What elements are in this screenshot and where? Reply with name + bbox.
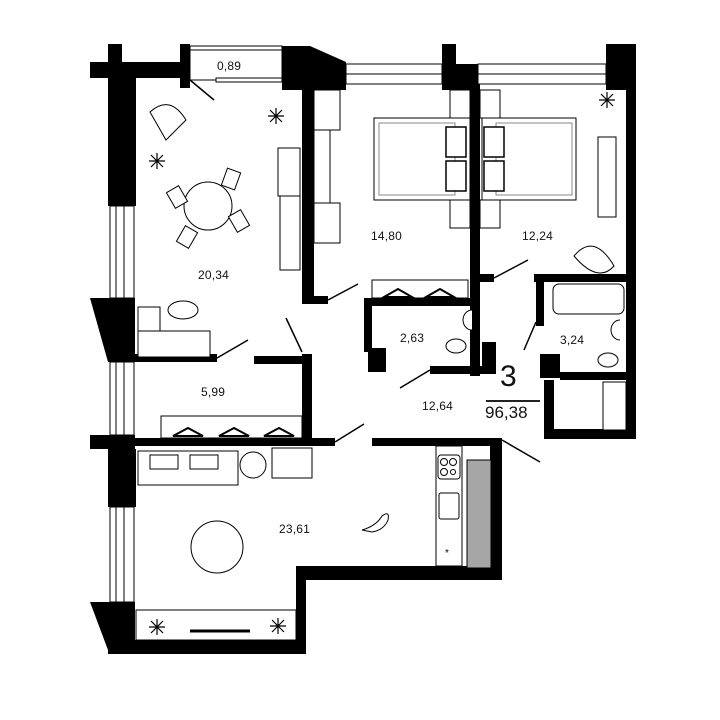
nightstand-icon bbox=[449, 89, 471, 119]
room-area-bedroom-1: 14,80 bbox=[371, 229, 403, 243]
plant-icon bbox=[149, 92, 615, 635]
rug-icon bbox=[167, 300, 199, 320]
room-area-living-dining: 20,34 bbox=[198, 268, 230, 282]
hanger-icon bbox=[172, 287, 458, 437]
coffee-table-icon bbox=[190, 520, 244, 574]
nightstand-icon bbox=[479, 89, 501, 119]
room-area-hall: 12,64 bbox=[422, 399, 454, 413]
side-table-icon bbox=[239, 451, 267, 479]
room-area-balcony: 0,89 bbox=[217, 59, 242, 73]
door-swings bbox=[189, 79, 541, 463]
bathtub-icon bbox=[552, 283, 625, 315]
shower-icon bbox=[602, 381, 627, 431]
walls bbox=[90, 44, 636, 654]
column bbox=[466, 459, 492, 569]
stove-icon bbox=[437, 454, 461, 480]
room-area-dressing: 5,99 bbox=[201, 385, 226, 399]
total-area: 96,38 bbox=[485, 403, 528, 422]
windows bbox=[109, 45, 607, 603]
nightstand-icon bbox=[449, 199, 471, 229]
room-area-wc: 2,63 bbox=[400, 331, 425, 345]
cat-icon bbox=[361, 513, 389, 533]
nightstand-icon bbox=[479, 199, 501, 229]
sofa-icon bbox=[137, 306, 239, 486]
room-area-bathroom: 3,24 bbox=[560, 333, 585, 347]
room-area-bedroom-2: 12,24 bbox=[522, 229, 554, 243]
dining-table-icon bbox=[165, 167, 251, 249]
room-count: 3 bbox=[500, 360, 517, 393]
room-area-kitchen-living: 23,61 bbox=[279, 522, 311, 536]
kitchen-counter: * bbox=[435, 445, 463, 567]
tv-stand-icon bbox=[135, 609, 297, 641]
armchair-icon bbox=[149, 104, 615, 274]
radiator-icon bbox=[271, 89, 341, 479]
oven-icon bbox=[438, 492, 460, 520]
tv-icon bbox=[190, 129, 617, 633]
toilet-icon bbox=[445, 338, 619, 368]
sink-icon bbox=[462, 309, 621, 341]
svg-text:*: * bbox=[445, 548, 449, 559]
bed-icon bbox=[373, 89, 577, 229]
divider-line bbox=[486, 400, 540, 402]
